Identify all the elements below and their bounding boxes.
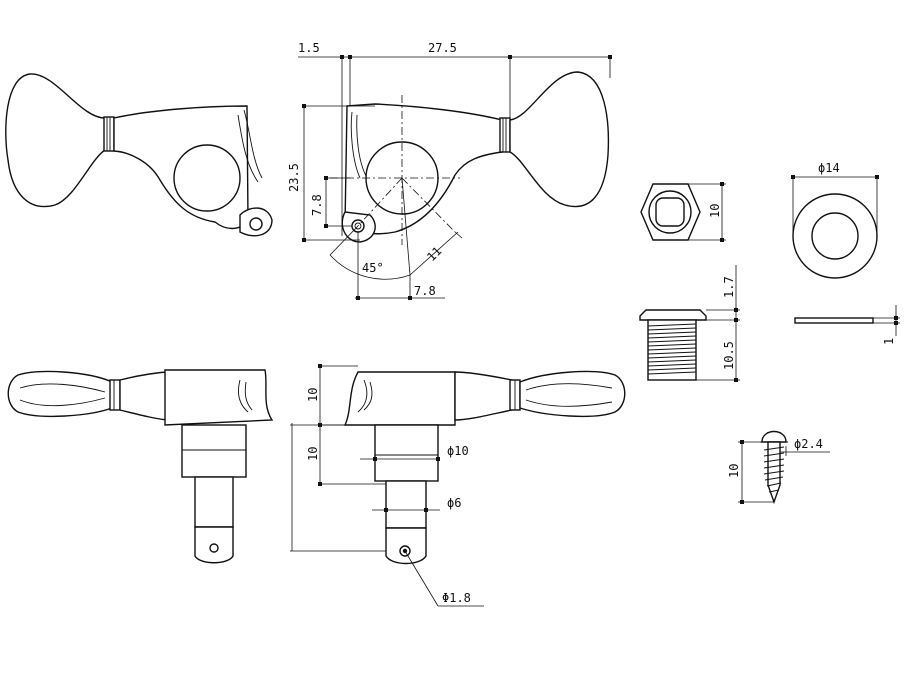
button-collar-center bbox=[499, 117, 511, 153]
hex-nut-view: 10 bbox=[640, 182, 726, 242]
dim-height-hole: 7.8 bbox=[310, 194, 324, 216]
thread-height-label: 10.5 bbox=[722, 341, 736, 370]
button-knob-left bbox=[5, 73, 106, 208]
housing-neck-center bbox=[454, 371, 513, 421]
flange-height-label: 1.7 bbox=[722, 276, 736, 298]
housing-front-center bbox=[343, 371, 456, 426]
washer-thickness-label: 1 bbox=[882, 338, 896, 345]
wood-screw-view: 10 ϕ2.4 bbox=[727, 430, 830, 505]
washer-side bbox=[794, 317, 874, 324]
post-lower-left bbox=[194, 476, 234, 528]
button-collar-left bbox=[103, 116, 115, 152]
button-front-center bbox=[519, 370, 626, 418]
hex-nut-bore bbox=[655, 197, 685, 227]
screw-dia-label: ϕ2.4 bbox=[794, 437, 823, 451]
washer-side-view: 1 bbox=[794, 305, 900, 345]
thread-lines bbox=[647, 323, 697, 375]
post-height-label: 10 bbox=[306, 447, 320, 461]
post-upper-center bbox=[374, 424, 439, 482]
washer-inner bbox=[811, 212, 859, 260]
button-knob-center bbox=[509, 71, 610, 208]
dim-height-total: 23.5 bbox=[287, 163, 301, 192]
string-hole-dia-label: Φ1.8 bbox=[442, 591, 471, 605]
dim-top-left: 1.5 bbox=[298, 41, 320, 55]
post-lower-center bbox=[385, 480, 427, 529]
washer-dia-label: ϕ14 bbox=[818, 161, 840, 175]
housing-neck-left bbox=[119, 371, 171, 421]
bushing-side-view: 1.7 10.5 bbox=[639, 265, 740, 382]
post-dia-upper-label: ϕ10 bbox=[447, 444, 469, 458]
post-upper-left bbox=[181, 424, 247, 478]
gear-circle-left bbox=[173, 144, 241, 212]
screw-head bbox=[761, 430, 787, 443]
washer-top-view: ϕ14 bbox=[791, 161, 879, 279]
post-dia-lower-label: ϕ6 bbox=[447, 496, 461, 510]
tuner-front-view-left bbox=[7, 369, 274, 564]
screw-hole-left bbox=[249, 217, 263, 231]
tuner-side-view-dimensioned: 45° 11 1.5 27.5 23.5 7.8 7 bbox=[287, 41, 612, 300]
nut-width-label: 10 bbox=[708, 204, 722, 218]
screw-threads bbox=[763, 446, 785, 493]
angle-label: 45° bbox=[362, 261, 384, 275]
screw-shank bbox=[767, 441, 781, 505]
dim-top-right: 27.5 bbox=[428, 41, 457, 55]
dim-offset-hole: 7.8 bbox=[414, 284, 436, 298]
screw-len-label: 10 bbox=[727, 464, 741, 478]
tuner-side-view-left bbox=[5, 73, 273, 237]
bushing-flange bbox=[639, 309, 707, 321]
body-height-label: 10 bbox=[306, 388, 320, 402]
tuner-front-view-dimensioned: 10 10 ϕ10 ϕ6 Φ1.8 bbox=[290, 364, 626, 607]
housing-front-left bbox=[164, 369, 274, 426]
string-hole-left bbox=[209, 543, 219, 553]
button-front-left bbox=[7, 370, 113, 418]
